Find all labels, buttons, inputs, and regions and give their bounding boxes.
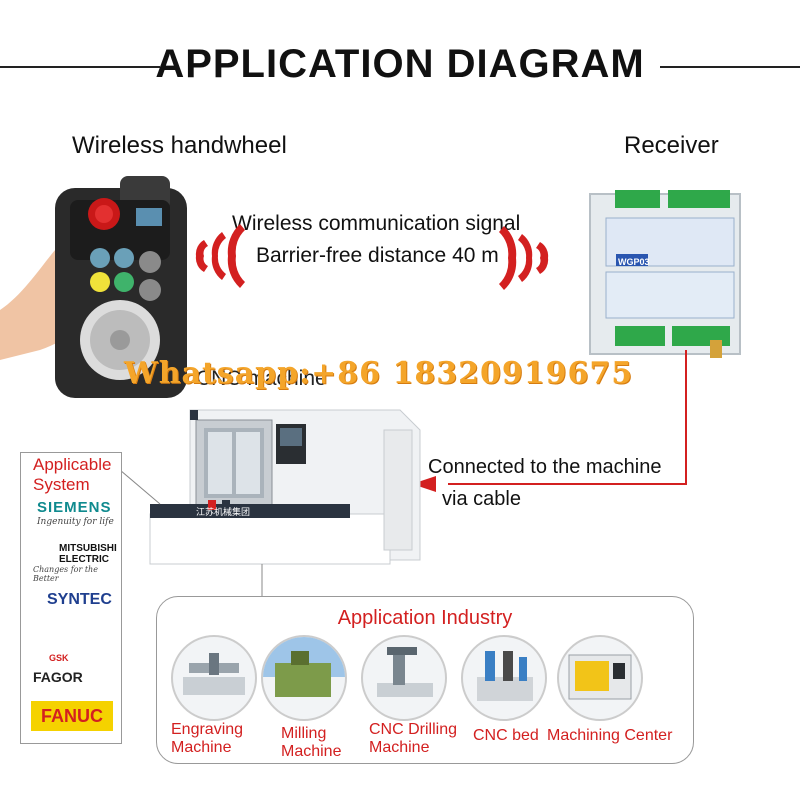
distance-label: Barrier-free distance 40 m (256, 244, 499, 267)
mitsubishi-logo: MITSUBISHI ELECTRIC (59, 543, 117, 565)
cnc-drilling-machine-image (361, 635, 447, 721)
siemens-tagline: Ingenuity for life (37, 517, 114, 527)
syntec-logo: SYNTEC (47, 591, 112, 608)
system-connector-line (119, 469, 161, 505)
receiver-label: Receiver (624, 132, 719, 159)
fagor-logo: FAGOR (33, 669, 83, 685)
fanuc-logo: FANUC (31, 701, 113, 731)
cnc-bed-label: CNC bed (473, 727, 539, 744)
application-industry-panel: Application Industry Engraving Machine M… (156, 596, 694, 764)
application-industry-title: Application Industry (337, 607, 513, 629)
machine-brand-label: 江苏机械集团 (196, 507, 251, 517)
receiver-device (589, 190, 741, 358)
milling-machine-image (261, 635, 347, 721)
cnc-drilling-machine-label: CNC Drilling Machine (369, 721, 458, 756)
via-cable-label: via cable (442, 488, 521, 510)
cable-line (448, 350, 687, 485)
connected-label: Connected to the machine (428, 456, 662, 478)
handwheel-label: Wireless handwheel (72, 132, 287, 159)
signal-wave-right-icon (499, 226, 549, 290)
title-rule-left (0, 66, 160, 68)
signal-label: Wireless communication signal (232, 212, 521, 235)
siemens-logo: SIEMENS (37, 499, 112, 516)
engraving-machine-image (171, 635, 257, 721)
title-rule-right (660, 66, 800, 68)
mitsubishi-tagline: Changes for the Better (33, 565, 98, 583)
cnc-machine-label: CNC machine (196, 367, 327, 390)
cable-arrow-icon (412, 476, 436, 492)
gsk-logo: GSK (49, 653, 69, 663)
title-bar: APPLICATION DIAGRAM (0, 36, 800, 96)
machining-center-label: Machining Center (547, 727, 673, 744)
cnc-machine-illustration (149, 409, 421, 565)
applicable-system-panel: Applicable System SIEMENS Ingenuity for … (20, 452, 122, 744)
engraving-machine-label: Engraving Machine (171, 721, 244, 756)
cnc-bed-image (461, 635, 547, 721)
page-title: APPLICATION DIAGRAM (155, 42, 645, 86)
applicable-system-title: Applicable System (33, 455, 112, 494)
milling-machine-label: Milling Machine (281, 725, 342, 760)
signal-wave-left-icon (195, 224, 245, 288)
whatsapp-watermark: Whatsapp:+86 18320919675 (124, 356, 634, 391)
machining-center-image (557, 635, 643, 721)
handwheel-device (55, 176, 187, 398)
receiver-model-label: WGP03 (618, 257, 650, 267)
